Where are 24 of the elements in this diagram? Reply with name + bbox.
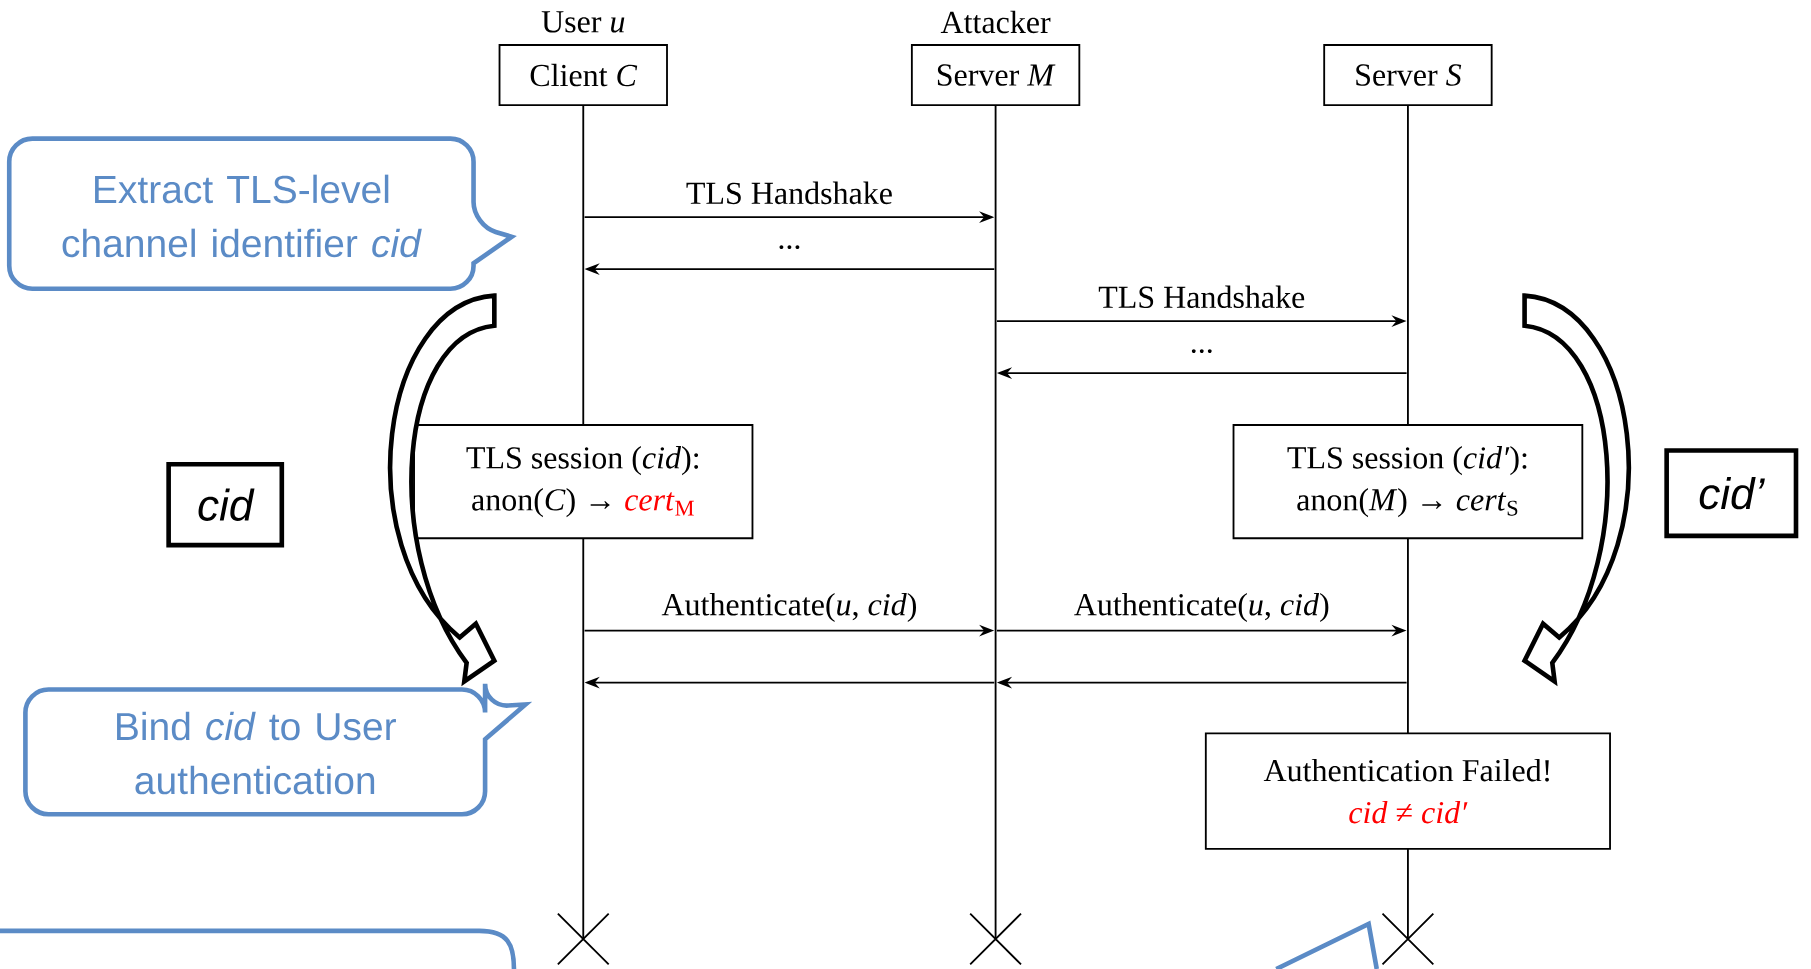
lifeline: [1407, 104, 1409, 426]
edge-label: Authenticate(u, cid): [659, 591, 920, 625]
lifeline: [582, 104, 585, 426]
speech-bubble: [1275, 920, 1379, 969]
label-box: cid: [166, 462, 285, 548]
lifeline: [1407, 537, 1409, 735]
edge-label: TLS Handshake: [683, 179, 895, 207]
note-box: TLS session (cid): anon(C) → cert$_{M}$: [413, 424, 754, 540]
speech-bubble: Extract TLS-level channel identifier cid: [6, 136, 514, 292]
edge-label: TLS Handshake: [1096, 283, 1308, 311]
curved-block-arrow: [1522, 293, 1632, 684]
note-box: TLS session (cid′): anon(M) → cert$_{S}$: [1232, 424, 1584, 540]
actor-box: Client C: [498, 44, 668, 106]
actor-box: Server M: [910, 44, 1081, 106]
edge-label: ...: [1187, 347, 1216, 355]
curved-block-arrow: [387, 293, 497, 684]
label-box: cid’: [1664, 448, 1799, 539]
speech-bubble: [0, 928, 517, 969]
edge-label: Authenticate(u, cid): [1071, 591, 1332, 625]
note-box: Authentication Failed! cid ≠ cid′: [1204, 732, 1611, 850]
actor-label: Attacker: [940, 10, 1051, 34]
actor-box: Server S: [1323, 44, 1493, 106]
edge-label: ...: [775, 243, 804, 252]
actor-label: User u: [541, 11, 625, 33]
